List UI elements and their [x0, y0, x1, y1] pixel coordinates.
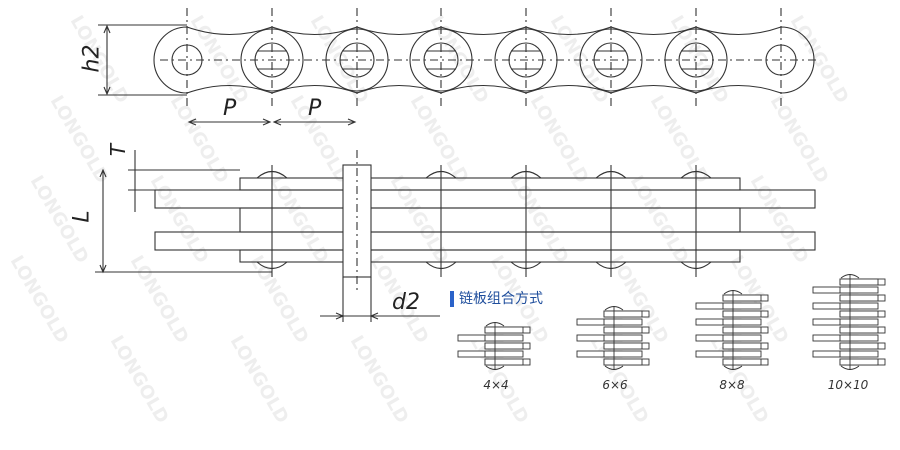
plate — [603, 318, 643, 326]
pin-head — [680, 170, 712, 270]
arrowheads — [272, 118, 357, 126]
plate — [722, 310, 762, 318]
plate — [722, 326, 762, 334]
plate — [839, 342, 879, 350]
plate — [722, 302, 762, 310]
combination-6×6 — [576, 306, 650, 370]
bushing-outer — [494, 28, 558, 92]
plate — [839, 302, 879, 310]
arrowheads — [335, 312, 379, 320]
watermark-text: LONGOLD — [746, 172, 813, 267]
bushing-outer — [409, 28, 473, 92]
watermark-text: LONGOLD — [506, 172, 573, 267]
arrowheads — [99, 168, 107, 274]
pin-head — [485, 322, 505, 370]
watermark-text: LONGOLD — [6, 252, 73, 347]
bushing-outer — [325, 28, 389, 92]
plate — [603, 358, 643, 366]
arrowheads — [187, 118, 272, 126]
pin-head — [604, 306, 624, 370]
plate — [603, 310, 643, 318]
combination-4×4 — [457, 322, 531, 370]
pin-head — [510, 170, 542, 270]
pin-head — [840, 274, 860, 370]
pin-circle — [254, 42, 290, 78]
combo-caption-4x4: 4×4 — [483, 378, 509, 392]
plate — [484, 334, 524, 342]
outer-plate — [154, 189, 816, 209]
combo-caption-8x8: 8×8 — [719, 378, 745, 392]
pin-head — [723, 290, 743, 370]
watermark-text: LONGOLD — [146, 172, 213, 267]
plate — [484, 350, 524, 358]
plate — [839, 350, 879, 358]
dim-p2-label: P — [308, 96, 322, 121]
watermark-text: LONGOLD — [106, 332, 173, 427]
watermark-text: LONGOLD — [246, 252, 313, 347]
combination-title: 链板组合方式 — [450, 291, 543, 307]
watermark-text: LONGOLD — [126, 252, 193, 347]
watermark-text: LONGOLD — [266, 172, 333, 267]
watermark-text: LONGOLD — [386, 172, 453, 267]
inner-plate — [239, 177, 741, 191]
plate — [722, 294, 762, 302]
watermark-text: LONGOLD — [626, 172, 693, 267]
pin-head — [256, 170, 288, 270]
watermark-text: LONGOLD — [346, 332, 413, 427]
plate — [722, 318, 762, 326]
plate — [722, 350, 762, 358]
dim-d2-label: d2 — [392, 290, 420, 315]
plate — [484, 358, 524, 366]
bushing-outer — [579, 28, 643, 92]
plate — [603, 326, 643, 334]
inner-plate — [239, 207, 741, 233]
plate — [603, 350, 643, 358]
plate — [722, 358, 762, 366]
plate — [839, 318, 879, 326]
plate — [722, 342, 762, 350]
dim-t-label: T — [106, 143, 131, 157]
end-hole — [171, 44, 203, 76]
plate — [839, 334, 879, 342]
arrowheads — [103, 24, 111, 96]
plate — [484, 326, 524, 334]
pin-circle — [678, 42, 714, 78]
combination-10×10 — [812, 274, 886, 370]
dim-h2-label: h2 — [79, 44, 105, 73]
dim-p1-label: P — [223, 96, 237, 121]
pin-head — [595, 170, 627, 270]
watermark-text: LONGOLD — [526, 92, 593, 187]
pin-circle — [593, 42, 629, 78]
watermark-text: LONGOLD — [766, 92, 833, 187]
outer-plate — [154, 231, 816, 251]
combo-caption-6x6: 6×6 — [602, 378, 628, 392]
plate — [839, 326, 879, 334]
bushing-outer — [240, 28, 304, 92]
plate — [722, 334, 762, 342]
inner-plate — [239, 249, 741, 263]
plate — [839, 358, 879, 366]
plate — [484, 342, 524, 350]
plate — [603, 342, 643, 350]
plate — [839, 294, 879, 302]
plate — [839, 310, 879, 318]
plate — [839, 286, 879, 294]
dim-l-label: L — [69, 210, 95, 223]
watermark-text: LONGOLD — [406, 92, 473, 187]
pin-circle — [423, 42, 459, 78]
watermark-text: LONGOLD — [226, 332, 293, 427]
pin-circle — [339, 42, 375, 78]
pin-circle — [508, 42, 544, 78]
bushing-outer — [664, 28, 728, 92]
combination-8×8 — [695, 290, 769, 370]
plate — [603, 334, 643, 342]
pin-head — [425, 170, 457, 270]
plate — [839, 278, 879, 286]
end-hole — [765, 44, 797, 76]
combo-caption-10x10: 10×10 — [827, 378, 869, 392]
